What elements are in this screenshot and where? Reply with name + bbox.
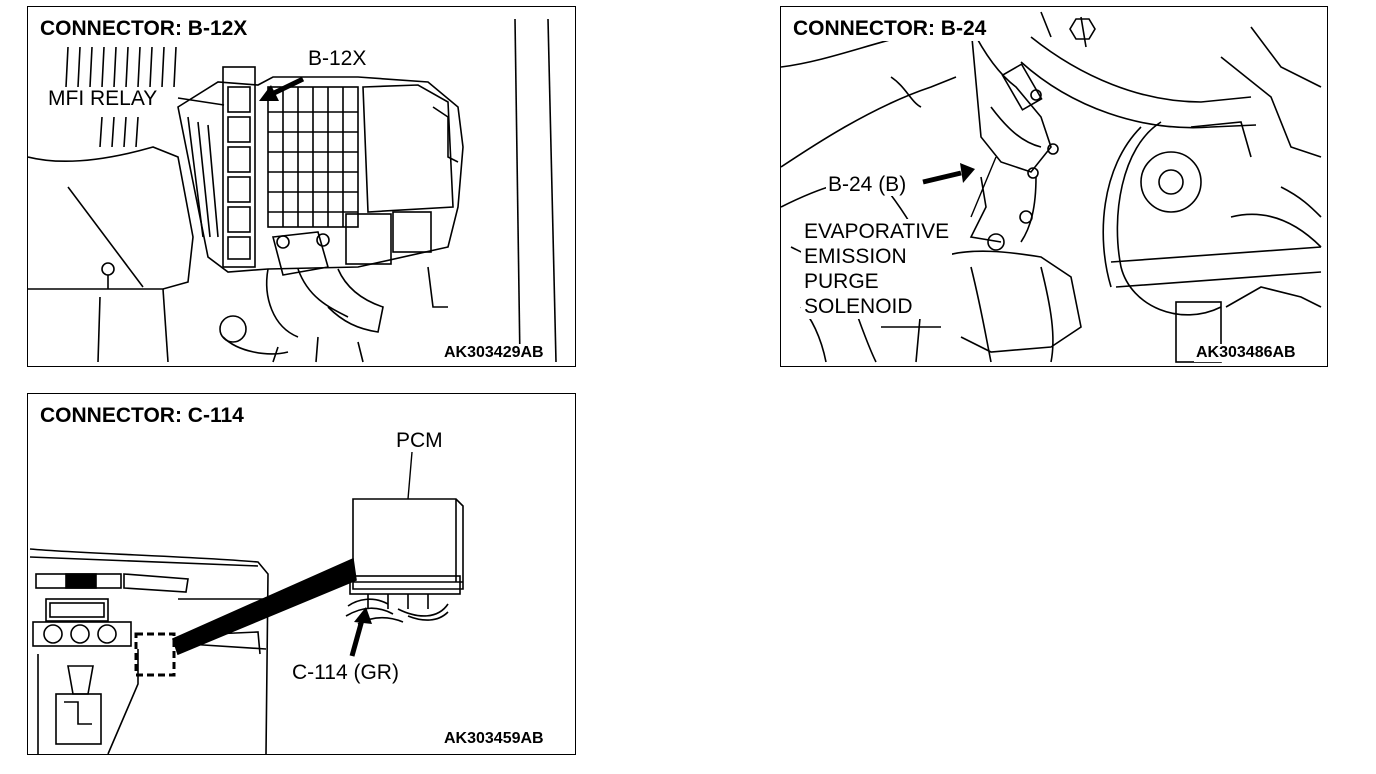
component-label: EVAPORATIVE EMISSION PURGE SOLENOID (801, 219, 953, 319)
relay-box-illustration (28, 18, 557, 363)
panel-title: CONNECTOR: B-12X (36, 17, 252, 41)
connector-c114-panel: CONNECTOR: C-114 PCM C-114 (GR) AK303459… (27, 393, 576, 755)
connector-b12x-panel: CONNECTOR: B-12X B-12X MFI RELAY AK30342… (27, 6, 576, 367)
panel-title: CONNECTOR: B-24 (789, 17, 991, 41)
connector-label: C-114 (GR) (290, 661, 401, 684)
panel-title: CONNECTOR: C-114 (36, 404, 248, 428)
connector-label: B-12X (306, 47, 369, 70)
mfi-relay-label: MFI RELAY (46, 87, 160, 110)
component-label-line: PURGE (804, 270, 879, 293)
component-label-line: EMISSION (804, 245, 907, 268)
figure-code: AK303486AB (1194, 344, 1298, 362)
connector-label: B-24 (B) (826, 173, 909, 196)
figure-code: AK303429AB (442, 344, 546, 362)
component-label-line: SOLENOID (804, 295, 913, 318)
figure-code: AK303459AB (442, 730, 546, 748)
pcm-label: PCM (394, 429, 445, 452)
component-label-line: EVAPORATIVE (804, 220, 950, 243)
dashboard-pcm-illustration (29, 451, 464, 754)
connector-b24-panel: CONNECTOR: B-24 B-24 (B) EVAPORATIVE EMI… (780, 6, 1328, 367)
